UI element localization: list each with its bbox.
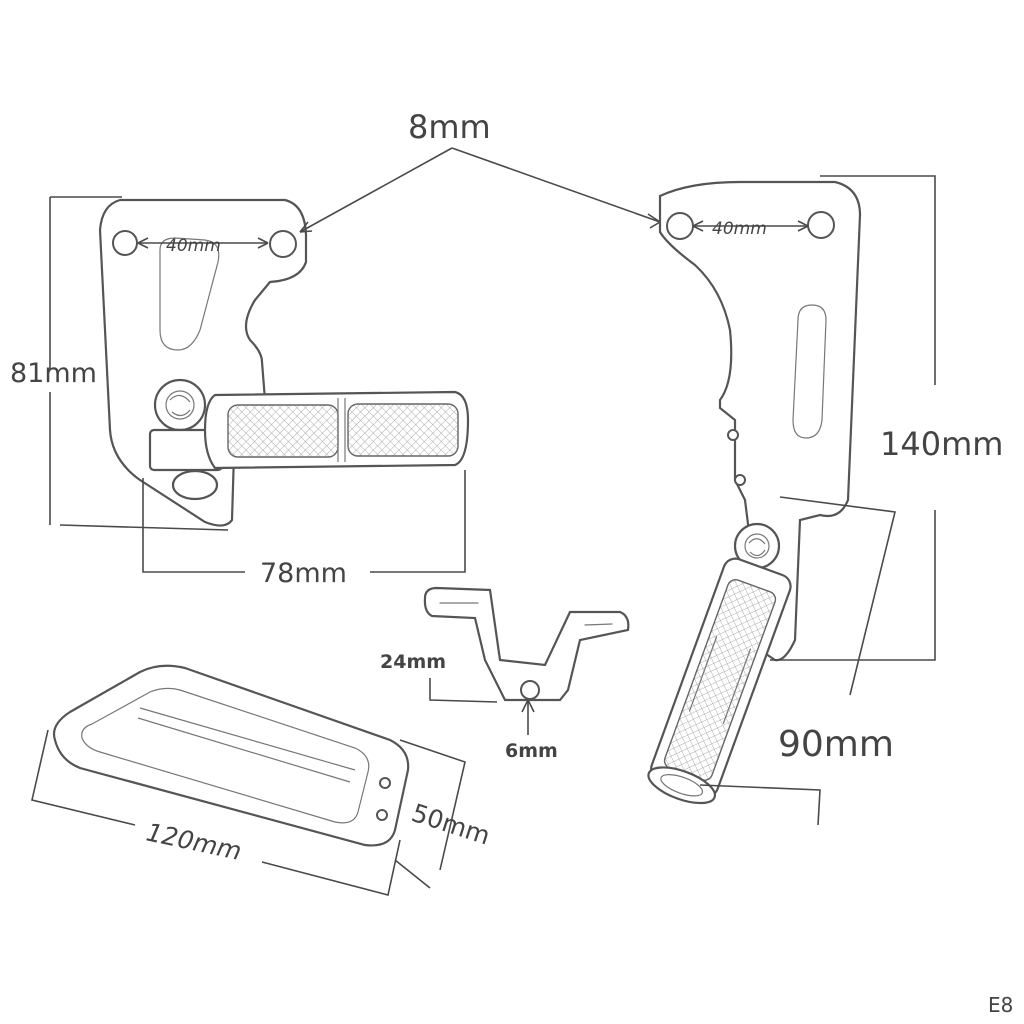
plate-hole-2 — [376, 809, 388, 821]
right-bracket-slot — [792, 304, 827, 439]
small-bracket-body — [423, 586, 630, 702]
left-bracket-hole-2 — [269, 230, 297, 258]
right-bracket-hole-3 — [727, 429, 739, 441]
left-peg-length-dimension — [142, 470, 466, 573]
mounting-plate-cutout — [81, 687, 370, 824]
plate-hole-1 — [379, 777, 391, 789]
small-bracket-height-dimension — [429, 678, 498, 703]
left-bracket-height-label: 81mm — [10, 358, 97, 389]
left-bracket-hole-1 — [112, 230, 138, 256]
right-bracket-hole-1 — [666, 212, 694, 240]
small-bracket — [423, 586, 630, 702]
left-bracket-slot — [159, 237, 220, 351]
hole-size-label: 8mm — [408, 108, 491, 146]
plate-width-label: 50mm — [408, 798, 494, 850]
right-bracket — [647, 180, 862, 805]
right-peg-length-label: 90mm — [778, 724, 894, 765]
mounting-plate — [52, 664, 410, 847]
right-hole-spacing-arrow — [692, 220, 809, 232]
left-peg-length-label: 78mm — [260, 558, 347, 589]
right-peg-length-dimension — [699, 496, 896, 826]
left-bracket — [98, 198, 470, 527]
watermark: E8 — [988, 993, 1013, 1017]
hole-size-leaders — [299, 147, 661, 233]
mounting-plate-outline — [52, 664, 410, 847]
plate-length-label: 120mm — [144, 818, 244, 866]
small-bracket-height-label: 24mm — [380, 651, 446, 673]
left-bracket-bolt — [153, 378, 207, 432]
left-footpeg — [203, 390, 470, 470]
small-bracket-hole-label: 6mm — [505, 740, 558, 762]
right-hole-spacing-label: 40mm — [712, 219, 767, 239]
plate-length-dimension — [31, 729, 401, 896]
left-hole-spacing-arrow — [137, 237, 269, 249]
plate-width-dimension — [394, 739, 466, 889]
small-bracket-hole — [520, 680, 540, 700]
left-height-dimension — [49, 196, 229, 531]
right-bracket-height-label: 140mm — [880, 425, 1003, 463]
right-height-dimension — [770, 175, 936, 661]
small-bracket-hole-arrow — [521, 699, 535, 735]
right-bracket-hole-4 — [734, 474, 746, 486]
left-hole-spacing-label: 40mm — [166, 236, 221, 256]
right-footpeg — [647, 557, 792, 805]
right-bracket-hole-2 — [807, 211, 835, 239]
